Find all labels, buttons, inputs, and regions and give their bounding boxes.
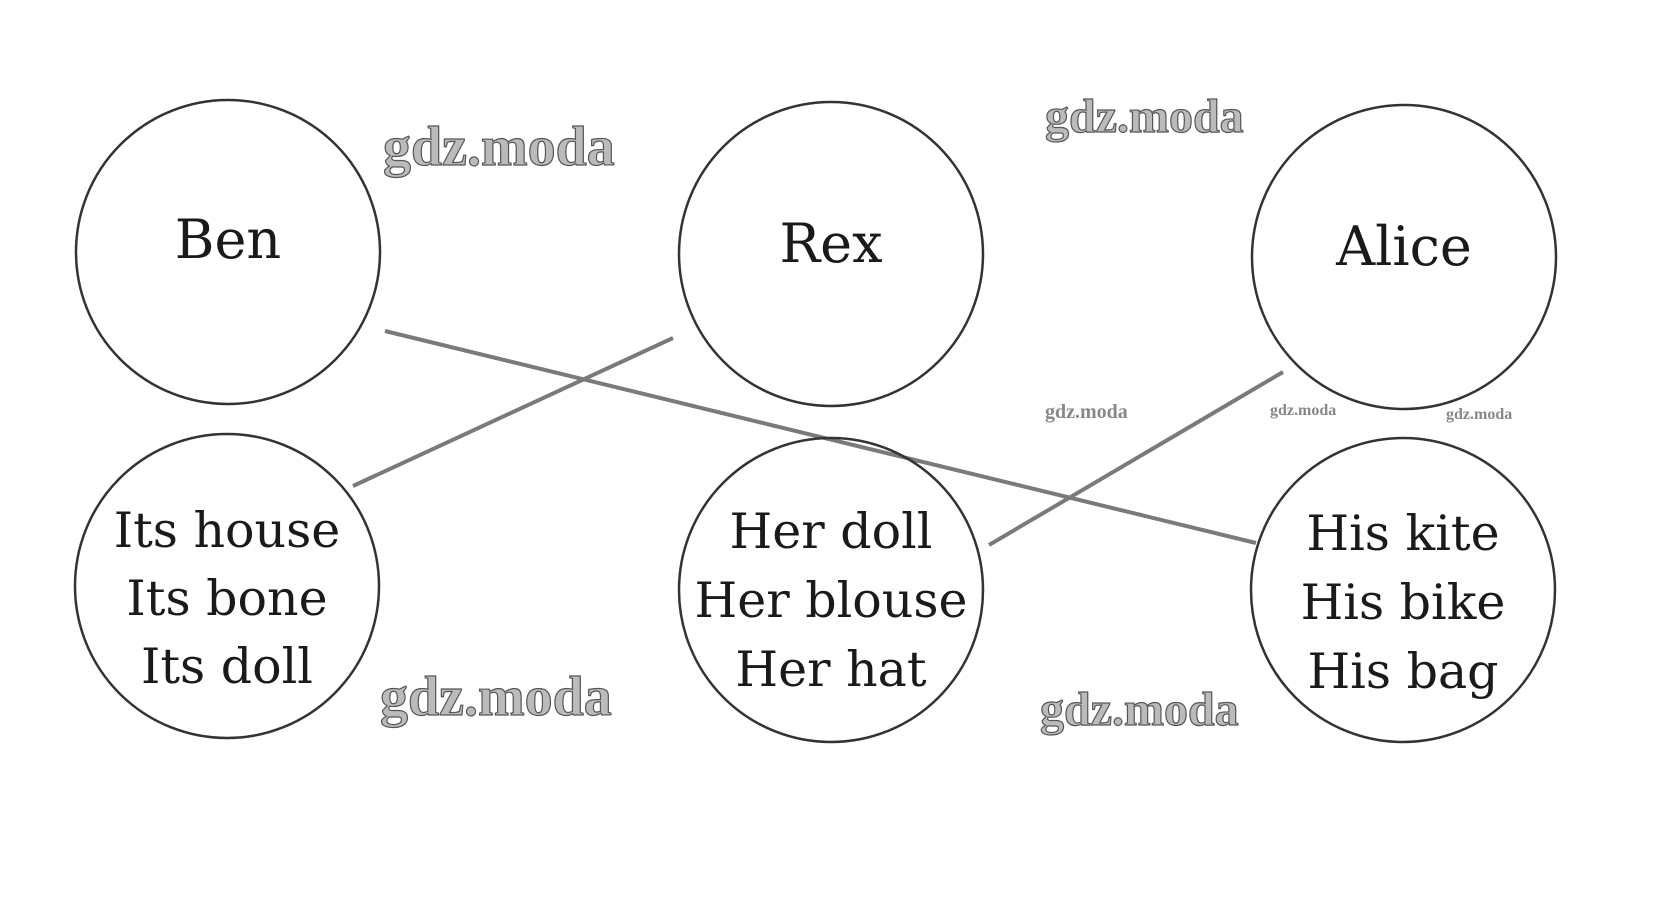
circle-ben: Ben: [74, 98, 382, 406]
circle-alice: Alice: [1250, 103, 1558, 411]
name-ben: Ben: [175, 208, 281, 271]
circle-rex: Rex: [677, 100, 985, 408]
name-alice: Alice: [1335, 215, 1472, 278]
watermark: gdz.moda: [380, 666, 612, 728]
circle-his: His kite His bike His bag: [1249, 436, 1557, 744]
item-line: Her blouse: [695, 572, 968, 629]
name-rex: Rex: [779, 212, 882, 275]
item-line: His kite: [1306, 505, 1499, 562]
watermark: gdz.moda: [383, 116, 615, 178]
item-line: His bike: [1301, 574, 1506, 631]
circle-its: Its house Its bone Its doll: [73, 432, 381, 740]
watermark-small: gdz.moda: [1045, 401, 1128, 423]
item-line: Its bone: [126, 570, 327, 627]
watermark: gdz.moda: [1040, 683, 1239, 736]
connector-ben-his: [384, 329, 1257, 545]
circle-her: Her doll Her blouse Her hat: [677, 436, 985, 744]
connector-rex-its: [352, 336, 674, 488]
connector-alice-her: [987, 370, 1285, 547]
item-line: His bag: [1307, 643, 1498, 700]
item-line: Her hat: [735, 641, 927, 698]
watermark: gdz.moda: [1045, 90, 1244, 143]
item-line: Her doll: [730, 503, 933, 560]
item-line: Its doll: [141, 638, 313, 695]
item-line: Its house: [114, 502, 341, 559]
watermark-small: gdz.moda: [1446, 406, 1512, 423]
watermark-small: gdz.moda: [1270, 402, 1336, 419]
